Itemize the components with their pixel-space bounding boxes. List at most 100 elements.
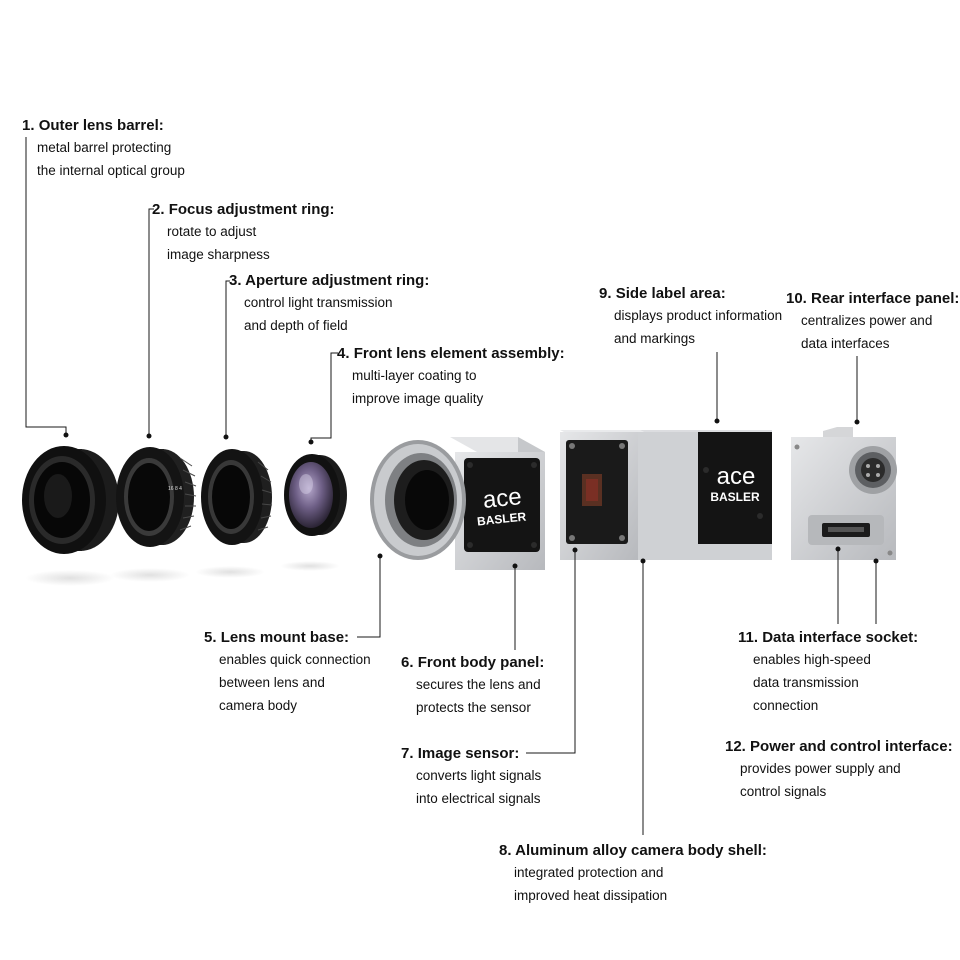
leader-dot-10	[854, 419, 860, 425]
callout-description: provides power supply and control signals	[725, 757, 953, 803]
callout-outer-lens-barrel: 1. Outer lens barrel: metal barrel prote…	[22, 116, 185, 182]
callout-line: integrated protection and	[514, 865, 664, 880]
callout-power-and-control-interface: 12. Power and control interface: provide…	[725, 737, 953, 803]
leader-dot-7	[572, 547, 578, 553]
callout-number: 1.	[22, 117, 35, 134]
callout-number: 12.	[725, 738, 746, 755]
callout-description: integrated protection and improved heat d…	[499, 861, 767, 907]
callout-aperture-adjustment-ring: 3. Aperture adjustment ring: control lig…	[229, 271, 429, 337]
callout-line: secures the lens and	[416, 677, 541, 692]
outer-lens-barrel	[22, 446, 119, 554]
callout-description: enables quick connection between lens and…	[204, 648, 371, 717]
callout-front-body-panel: 6. Front body panel: secures the lens an…	[401, 653, 544, 719]
callout-number: 5.	[204, 629, 217, 646]
leader-dot-11	[835, 546, 841, 552]
callout-number: 2.	[152, 201, 165, 218]
leader-dot-4	[308, 439, 314, 445]
main-camera-body: ace BASLER	[560, 430, 772, 560]
callout-line: enables high-speed	[753, 652, 871, 667]
rear-interface-panel	[791, 427, 897, 560]
side-brand-ace: ace	[717, 463, 756, 490]
callout-side-label-area: 9. Side label area: displays product inf…	[599, 284, 782, 350]
aperture-adjustment-ring	[201, 449, 273, 545]
callout-title: Lens mount base:	[220, 629, 350, 646]
leader-lines	[25, 137, 879, 835]
callout-line: into electrical signals	[416, 791, 541, 806]
callout-number: 7.	[401, 745, 414, 762]
callout-title: Data interface socket:	[762, 629, 919, 646]
front-brand-ace: ace	[482, 483, 523, 514]
callout-line: and depth of field	[244, 318, 348, 333]
callout-lens-mount-base: 5. Lens mount base: enables quick connec…	[204, 628, 371, 717]
callout-line: converts light signals	[416, 768, 542, 783]
callout-description: enables high-speed data transmission conne…	[738, 648, 918, 717]
callout-front-lens-element-assembly: 4. Front lens element assembly: multi-la…	[337, 344, 565, 410]
callout-line: control light transmission	[244, 295, 393, 310]
callout-title: Front body panel:	[417, 654, 545, 671]
focus-adjustment-ring: 16 8 4	[116, 447, 197, 547]
callout-line: rotate to adjust	[167, 224, 257, 239]
callout-focus-adjustment-ring: 2. Focus adjustment ring: rotate to adju…	[152, 200, 335, 266]
leader-line-2	[148, 208, 154, 435]
front-camera-body: ace BASLER	[370, 437, 545, 570]
callout-image-sensor: 7. Image sensor: converts light signals i…	[401, 744, 541, 810]
callout-line: provides power supply and	[740, 761, 901, 776]
callout-title: Side label area:	[615, 285, 726, 302]
callout-line: improved heat dissipation	[514, 888, 668, 903]
floor-shadows	[25, 561, 340, 586]
callout-description: secures the lens and protects the sensor	[401, 673, 544, 719]
leader-line-3	[225, 280, 230, 436]
callout-line: displays product information	[614, 308, 783, 323]
callout-description: rotate to adjust image sharpness	[152, 220, 335, 266]
callout-number: 10.	[786, 290, 807, 307]
callout-title: Front lens element assembly:	[353, 345, 565, 362]
callout-line: metal barrel protecting	[37, 140, 172, 155]
callout-description: converts light signals into electrical si…	[401, 764, 541, 810]
leader-dot-3	[223, 434, 229, 440]
front-brand-basler: BASLER	[476, 509, 527, 528]
callout-title: Rear interface panel:	[811, 290, 960, 307]
leader-dot-8	[640, 558, 646, 564]
callout-line: data transmission	[753, 675, 859, 690]
callout-line: camera body	[219, 698, 298, 713]
side-brand-basler: BASLER	[710, 490, 760, 504]
callout-number: 11.	[738, 629, 759, 646]
callout-number: 6.	[401, 654, 414, 671]
callout-line: data interfaces	[801, 336, 890, 351]
leader-line-5	[357, 558, 381, 638]
callout-title: Power and control interface:	[750, 738, 953, 755]
leader-line-4	[310, 352, 338, 441]
callout-line: and markings	[614, 331, 696, 346]
front-lens-element-assembly	[284, 454, 347, 536]
callout-line: improve image quality	[352, 391, 484, 406]
leader-dot-9	[714, 418, 720, 424]
callout-number: 8.	[499, 842, 512, 859]
callout-data-interface-socket: 11. Data interface socket: enables high-…	[738, 628, 918, 717]
callout-title: Aperture adjustment ring:	[245, 272, 430, 289]
leader-line-1	[25, 137, 67, 433]
callout-title: Outer lens barrel:	[38, 117, 164, 134]
leader-dot-5	[377, 553, 383, 559]
callout-description: control light transmission and depth of f…	[229, 291, 429, 337]
leader-dot-6	[512, 563, 518, 569]
callout-line: enables quick connection	[219, 652, 371, 667]
callout-description: displays product information and markings	[599, 304, 782, 350]
callout-title: Aluminum alloy camera body shell:	[515, 842, 767, 859]
leader-dot-1	[63, 432, 69, 438]
callout-number: 3.	[229, 272, 242, 289]
callout-description: multi-layer coating to improve image qual…	[337, 364, 565, 410]
callout-number: 4.	[337, 345, 350, 362]
callout-title: Focus adjustment ring:	[168, 201, 335, 218]
leader-line-7	[526, 552, 576, 754]
callout-line: connection	[753, 698, 819, 713]
callout-line: between lens and	[219, 675, 325, 690]
callout-rear-interface-panel: 10. Rear interface panel: centralizes po…	[786, 289, 959, 355]
callout-line: protects the sensor	[416, 700, 531, 715]
callout-line: control signals	[740, 784, 827, 799]
callout-line: multi-layer coating to	[352, 368, 477, 383]
callout-title: Image sensor:	[417, 745, 520, 762]
callout-line: image sharpness	[167, 247, 270, 262]
